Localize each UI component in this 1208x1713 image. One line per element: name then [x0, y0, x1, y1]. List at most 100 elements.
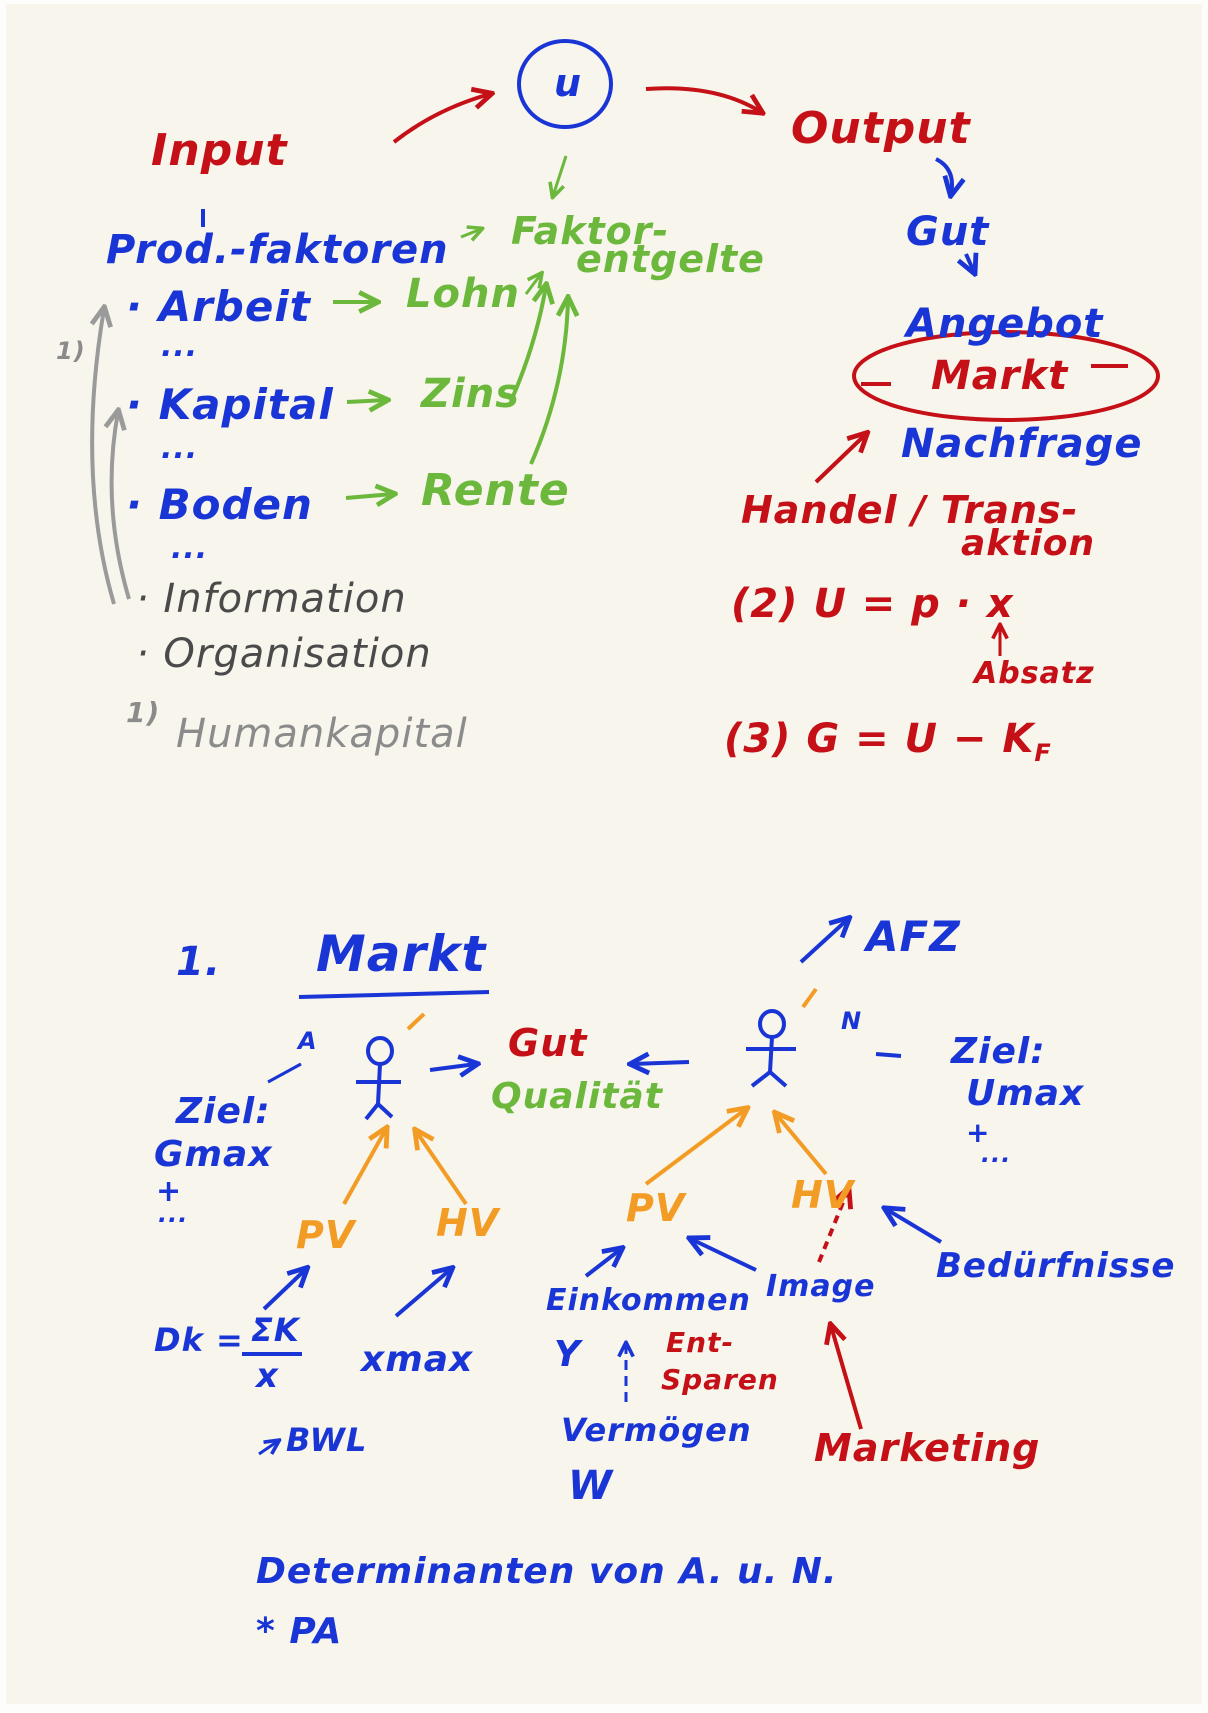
- bottom-markt-title: Markt: [316, 925, 487, 983]
- plus-left: +: [156, 1174, 183, 1209]
- equation-3-sub: F: [1034, 739, 1052, 767]
- gray-arc-outer: [92, 309, 116, 605]
- markt-label: Markt: [931, 353, 1069, 399]
- bottom-gut-label: Gut: [508, 1021, 588, 1065]
- arrow-n-to-qualitaet: [632, 1062, 690, 1064]
- blue-dash-n: [875, 1052, 902, 1058]
- equation-3-main: (3) G = U − K: [724, 716, 1035, 762]
- ent-label: Ent-: [666, 1326, 735, 1359]
- ziel-left: Ziel:: [176, 1091, 271, 1132]
- afz-label: AFZ: [866, 912, 961, 961]
- a-label: A: [298, 1027, 318, 1055]
- dots-right: ...: [981, 1140, 1012, 1168]
- vermoegen-label: Vermögen: [561, 1411, 752, 1449]
- input-label: Input: [151, 125, 288, 176]
- gut-label: Gut: [906, 209, 990, 255]
- arrow-handel-markt: [814, 434, 866, 484]
- center-circle: [517, 39, 613, 129]
- ink-strokes: [6, 39, 1160, 1456]
- hv-left-label: HV: [436, 1201, 500, 1245]
- humankapital-label: Humankapital: [176, 711, 468, 757]
- arrow-einkommen-pv: [584, 1249, 621, 1278]
- plus-right: +: [966, 1116, 991, 1149]
- n-label: N: [841, 1007, 863, 1035]
- arrow-boden-rente: [345, 494, 393, 498]
- zins-label: Zins: [421, 371, 520, 417]
- qualitaet-label: Qualität: [491, 1076, 663, 1117]
- sparen-label: Sparen: [661, 1363, 779, 1396]
- arrow-afz: [799, 919, 848, 964]
- arrow-beduerfnisse-hv: [886, 1209, 943, 1244]
- equation-2: (2) U = p · x: [731, 581, 1014, 627]
- arrow-lohn-entgelte: [524, 274, 541, 295]
- aktion-label: aktion: [961, 523, 1096, 564]
- arrow-faktoren-to-faktor: [460, 229, 481, 237]
- section-number: 1.: [176, 939, 222, 985]
- umax-label: Umax: [966, 1073, 1085, 1114]
- information-label: · Information: [136, 576, 407, 622]
- orange-tick-n: [801, 987, 818, 1009]
- dots-1: ...: [161, 329, 199, 364]
- ziel-right: Ziel:: [951, 1031, 1046, 1072]
- equation-3: (3) G = U − KF: [724, 719, 1052, 765]
- lohn-label: Lohn: [406, 271, 520, 317]
- beduerfnisse-label: Bedürfnisse: [936, 1246, 1176, 1286]
- note-mark: 1): [126, 696, 161, 729]
- notes-page: u Input Output Prod.-faktoren Faktor- en…: [6, 4, 1202, 1704]
- pv-left-label: PV: [296, 1213, 356, 1257]
- dots-3: ...: [171, 531, 209, 566]
- w-symbol: W: [568, 1463, 614, 1509]
- gmax-label: Gmax: [154, 1134, 273, 1175]
- determinanten-label: Determinanten von A. u. N.: [256, 1551, 838, 1592]
- pv-right-label: PV: [626, 1186, 686, 1230]
- hv-right-label: HV: [791, 1173, 855, 1217]
- stick-figure-a: [356, 1036, 401, 1121]
- arrow-xmax-hv: [394, 1269, 451, 1318]
- arrow-kapital-zins: [346, 400, 386, 402]
- center-u: u: [554, 61, 583, 105]
- arrow-zins-entgelte: [509, 286, 546, 402]
- star-pa-label: * PA: [256, 1611, 343, 1652]
- orange-tick-a: [406, 1012, 426, 1031]
- absatz-label: Absatz: [974, 656, 1095, 691]
- faktor-label: Faktor-: [511, 209, 670, 253]
- rente-label: Rente: [421, 465, 570, 516]
- handel-label: Handel / Trans-: [741, 488, 1079, 532]
- kapital-label: · Kapital: [126, 380, 334, 429]
- blue-line-a: [267, 1062, 302, 1084]
- note-mark-left: 1): [56, 337, 86, 365]
- arrow-hv-right: [776, 1114, 828, 1176]
- arrow-rente-entgelte: [529, 299, 568, 465]
- x-denominator: x: [256, 1356, 279, 1396]
- prod-faktoren-label: Prod.-faktoren: [106, 227, 449, 273]
- sum-k-label: ΣK: [251, 1311, 300, 1349]
- arrow-gut-angebot: [966, 254, 974, 272]
- dots-2: ...: [161, 431, 199, 466]
- xmax-label: xmax: [361, 1339, 474, 1380]
- image-label: Image: [766, 1269, 876, 1304]
- arrow-hv-left: [416, 1131, 468, 1206]
- dots-left: ...: [158, 1200, 189, 1228]
- markt-underline: [298, 990, 490, 999]
- y-symbol: Y: [554, 1334, 582, 1375]
- arrow-dk-pv: [262, 1269, 306, 1311]
- gray-arc-inner: [112, 412, 131, 600]
- arrow-pv-right: [644, 1109, 746, 1186]
- arrow-a-to-gut: [429, 1064, 476, 1070]
- nachfrage-label: Nachfrage: [901, 421, 1143, 467]
- arrow-input-to-u: [392, 94, 490, 144]
- arrow-marketing-image: [831, 1326, 863, 1430]
- arrow-bwl: [258, 1441, 278, 1456]
- arrow-u-to-output: [645, 86, 761, 112]
- arrow-output-gut: [935, 157, 952, 194]
- markt-ellipse: [852, 330, 1160, 422]
- stick-figure-n: [746, 1009, 796, 1088]
- bwl-label: BWL: [286, 1421, 368, 1459]
- arrow-image-pv: [691, 1239, 757, 1272]
- boden-label: · Boden: [126, 480, 313, 529]
- einkommen-label: Einkommen: [546, 1283, 751, 1318]
- angebot-label: Angebot: [906, 301, 1104, 347]
- output-label: Output: [791, 103, 971, 154]
- organisation-label: · Organisation: [136, 631, 432, 677]
- arbeit-label: · Arbeit: [126, 282, 311, 331]
